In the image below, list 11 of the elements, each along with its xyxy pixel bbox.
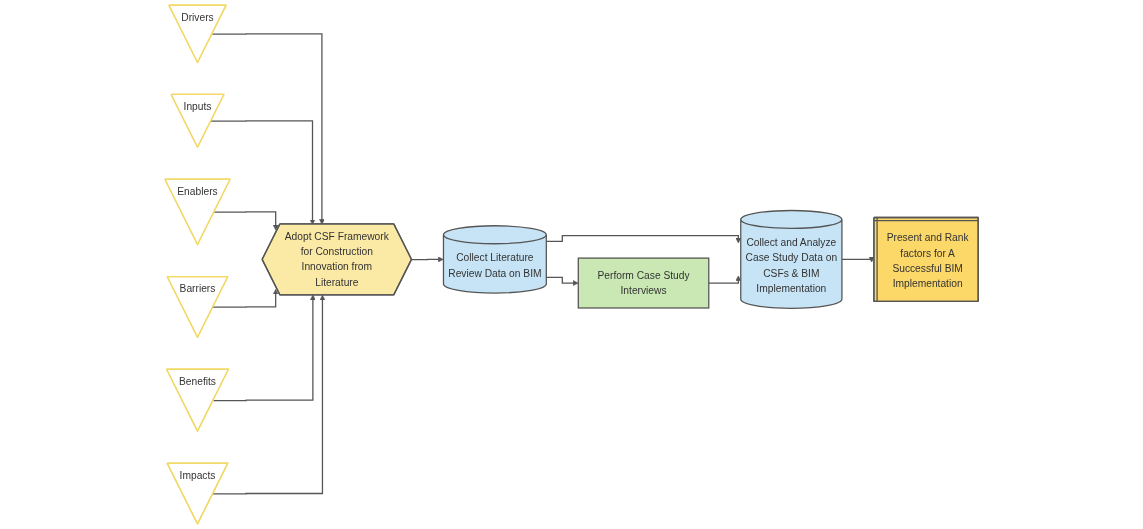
arrow <box>212 289 279 308</box>
arrow <box>545 235 742 244</box>
arrow <box>212 294 316 402</box>
arrow <box>213 211 279 231</box>
arrow <box>210 120 316 225</box>
arrow <box>212 294 326 495</box>
node-box: Perform Case Study Interviews <box>577 257 710 309</box>
arrow <box>411 256 444 263</box>
arrow <box>708 275 742 284</box>
arrow <box>545 276 579 286</box>
arrow <box>211 33 325 225</box>
